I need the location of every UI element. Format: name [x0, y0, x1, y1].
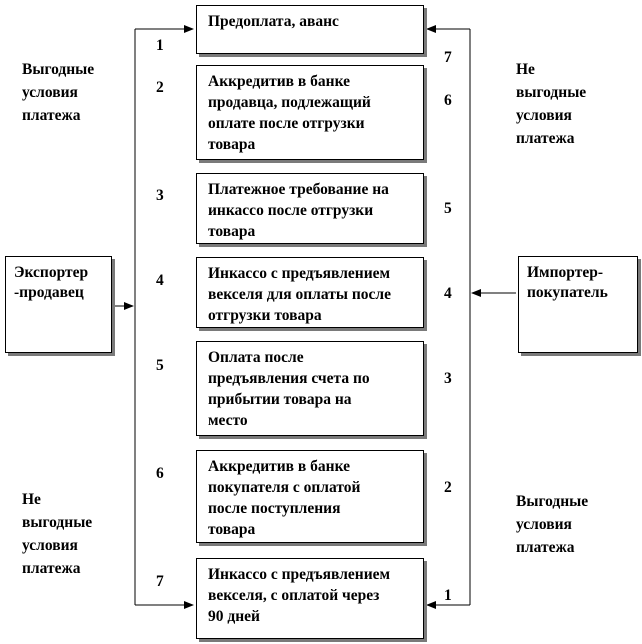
option-box-7: Инкассо с предъявлением векселя, с оплат…	[196, 558, 424, 639]
rank-right-4: 4	[444, 285, 452, 302]
option-box-5: Оплата после предъявления счета по прибы…	[196, 341, 424, 436]
option-box-2: Аккредитив в банке продавца, подлежащий …	[196, 65, 424, 160]
rank-right-7: 1	[444, 587, 452, 604]
rank-left-4: 4	[156, 272, 164, 289]
note-right-top: Не выгодные условия платежа	[516, 61, 587, 147]
option-box-3: Платежное требование на инкассо после от…	[196, 173, 424, 244]
rank-right-2: 6	[444, 92, 452, 109]
rank-left-5: 5	[156, 357, 164, 374]
option-box-1: Предоплата, аванс	[196, 5, 424, 54]
rank-left-6: 6	[156, 465, 164, 482]
option-box-4: Инкассо с предъявлением векселя для опла…	[196, 257, 424, 328]
note-left-top: Выгодные условия платежа	[22, 61, 95, 124]
rank-right-1: 7	[444, 49, 452, 66]
option-box-6: Аккредитив в банке покупателя с оплатой …	[196, 450, 424, 543]
rank-right-5: 3	[444, 370, 452, 387]
rank-right-6: 2	[444, 479, 452, 496]
note-right-bottom: Выгодные условия платежа	[516, 493, 589, 556]
rank-left-7: 7	[156, 573, 164, 590]
importer-box: Импортер- покупатель	[518, 256, 638, 353]
rank-left-1: 1	[156, 37, 164, 54]
rank-right-3: 5	[444, 200, 452, 217]
note-left-bottom: Не выгодные условия платежа	[22, 491, 93, 577]
rank-left-3: 3	[156, 187, 164, 204]
exporter-box: Экспортер -продавец	[5, 256, 112, 353]
rank-left-2: 2	[156, 79, 164, 96]
